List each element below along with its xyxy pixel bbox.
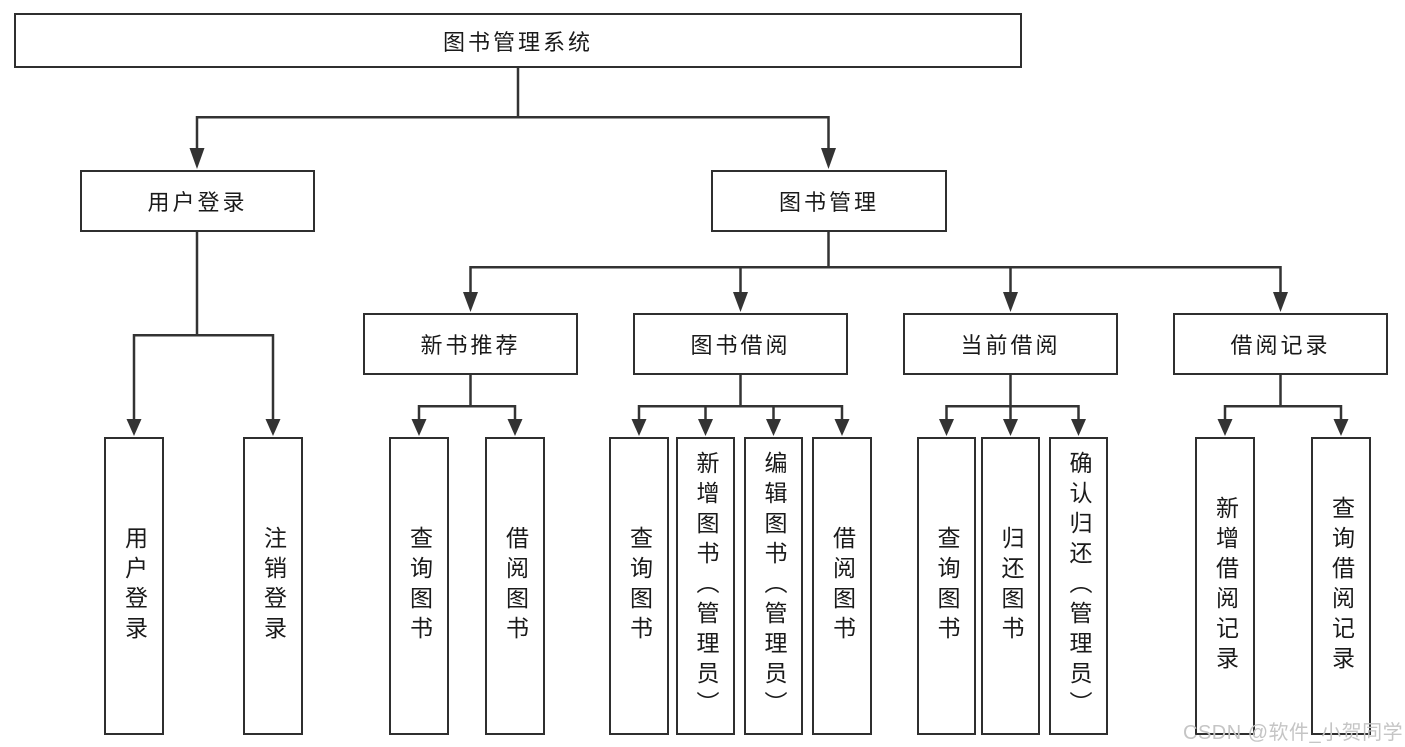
- node-leaf-return-book: 归还图书: [981, 437, 1040, 735]
- node-leaf-query-books-current: 查询图书: [917, 437, 976, 735]
- node-label: 查询图书: [406, 526, 433, 646]
- node-book-borrow: 图书借阅: [633, 313, 848, 375]
- node-leaf-edit-book-admin: 编辑图书（管理员）: [744, 437, 803, 735]
- node-current-borrow: 当前借阅: [903, 313, 1118, 375]
- node-label: 图书借阅: [690, 333, 791, 358]
- node-label: 编辑图书（管理员）: [761, 451, 787, 721]
- node-label: 归还图书: [998, 526, 1024, 646]
- node-leaf-confirm-return-admin: 确认归还（管理员）: [1049, 437, 1108, 735]
- node-borrow-record: 借阅记录: [1173, 313, 1388, 375]
- node-leaf-user-login: 用户登录: [104, 437, 164, 735]
- node-leaf-query-borrow-record: 查询借阅记录: [1311, 437, 1371, 735]
- node-library-management-system: 图书管理系统: [14, 13, 1022, 68]
- node-label: 借阅图书: [502, 526, 529, 646]
- node-label: 借阅图书: [829, 526, 856, 646]
- node-leaf-add-book-admin: 新增图书（管理员）: [676, 437, 735, 735]
- node-label: 注销登录: [260, 526, 287, 646]
- node-label: 确认归还（管理员）: [1066, 451, 1092, 721]
- node-label: 查询借阅记录: [1328, 496, 1355, 676]
- node-label: 新书推荐: [420, 333, 521, 358]
- node-leaf-borrow-books: 借阅图书: [812, 437, 872, 735]
- tree-edges: [132, 68, 1343, 420]
- node-user-login-branch: 用户登录: [80, 170, 315, 232]
- node-label: 图书管理系统: [442, 29, 593, 55]
- node-label: 查询图书: [626, 526, 653, 646]
- node-label: 查询图书: [934, 526, 960, 646]
- node-label: 新增借阅记录: [1212, 496, 1239, 676]
- node-label: 图书管理: [778, 190, 879, 215]
- node-leaf-add-borrow-record: 新增借阅记录: [1195, 437, 1255, 735]
- arrowhead-icons: [126, 148, 1349, 436]
- node-label: 当前借阅: [960, 333, 1061, 358]
- node-leaf-borrow-books-recommend: 借阅图书: [485, 437, 545, 735]
- csdn-watermark: CSDN @软件_小贺同学: [1183, 722, 1404, 744]
- node-label: 用户登录: [147, 190, 248, 215]
- node-new-book-recommend: 新书推荐: [363, 313, 578, 375]
- node-label: 用户登录: [121, 526, 148, 646]
- node-leaf-query-books-recommend: 查询图书: [389, 437, 449, 735]
- node-leaf-query-books-borrow: 查询图书: [609, 437, 669, 735]
- node-book-management-branch: 图书管理: [711, 170, 947, 232]
- node-label: 新增图书（管理员）: [693, 451, 719, 721]
- node-label: 借阅记录: [1230, 333, 1331, 358]
- node-leaf-logout: 注销登录: [243, 437, 303, 735]
